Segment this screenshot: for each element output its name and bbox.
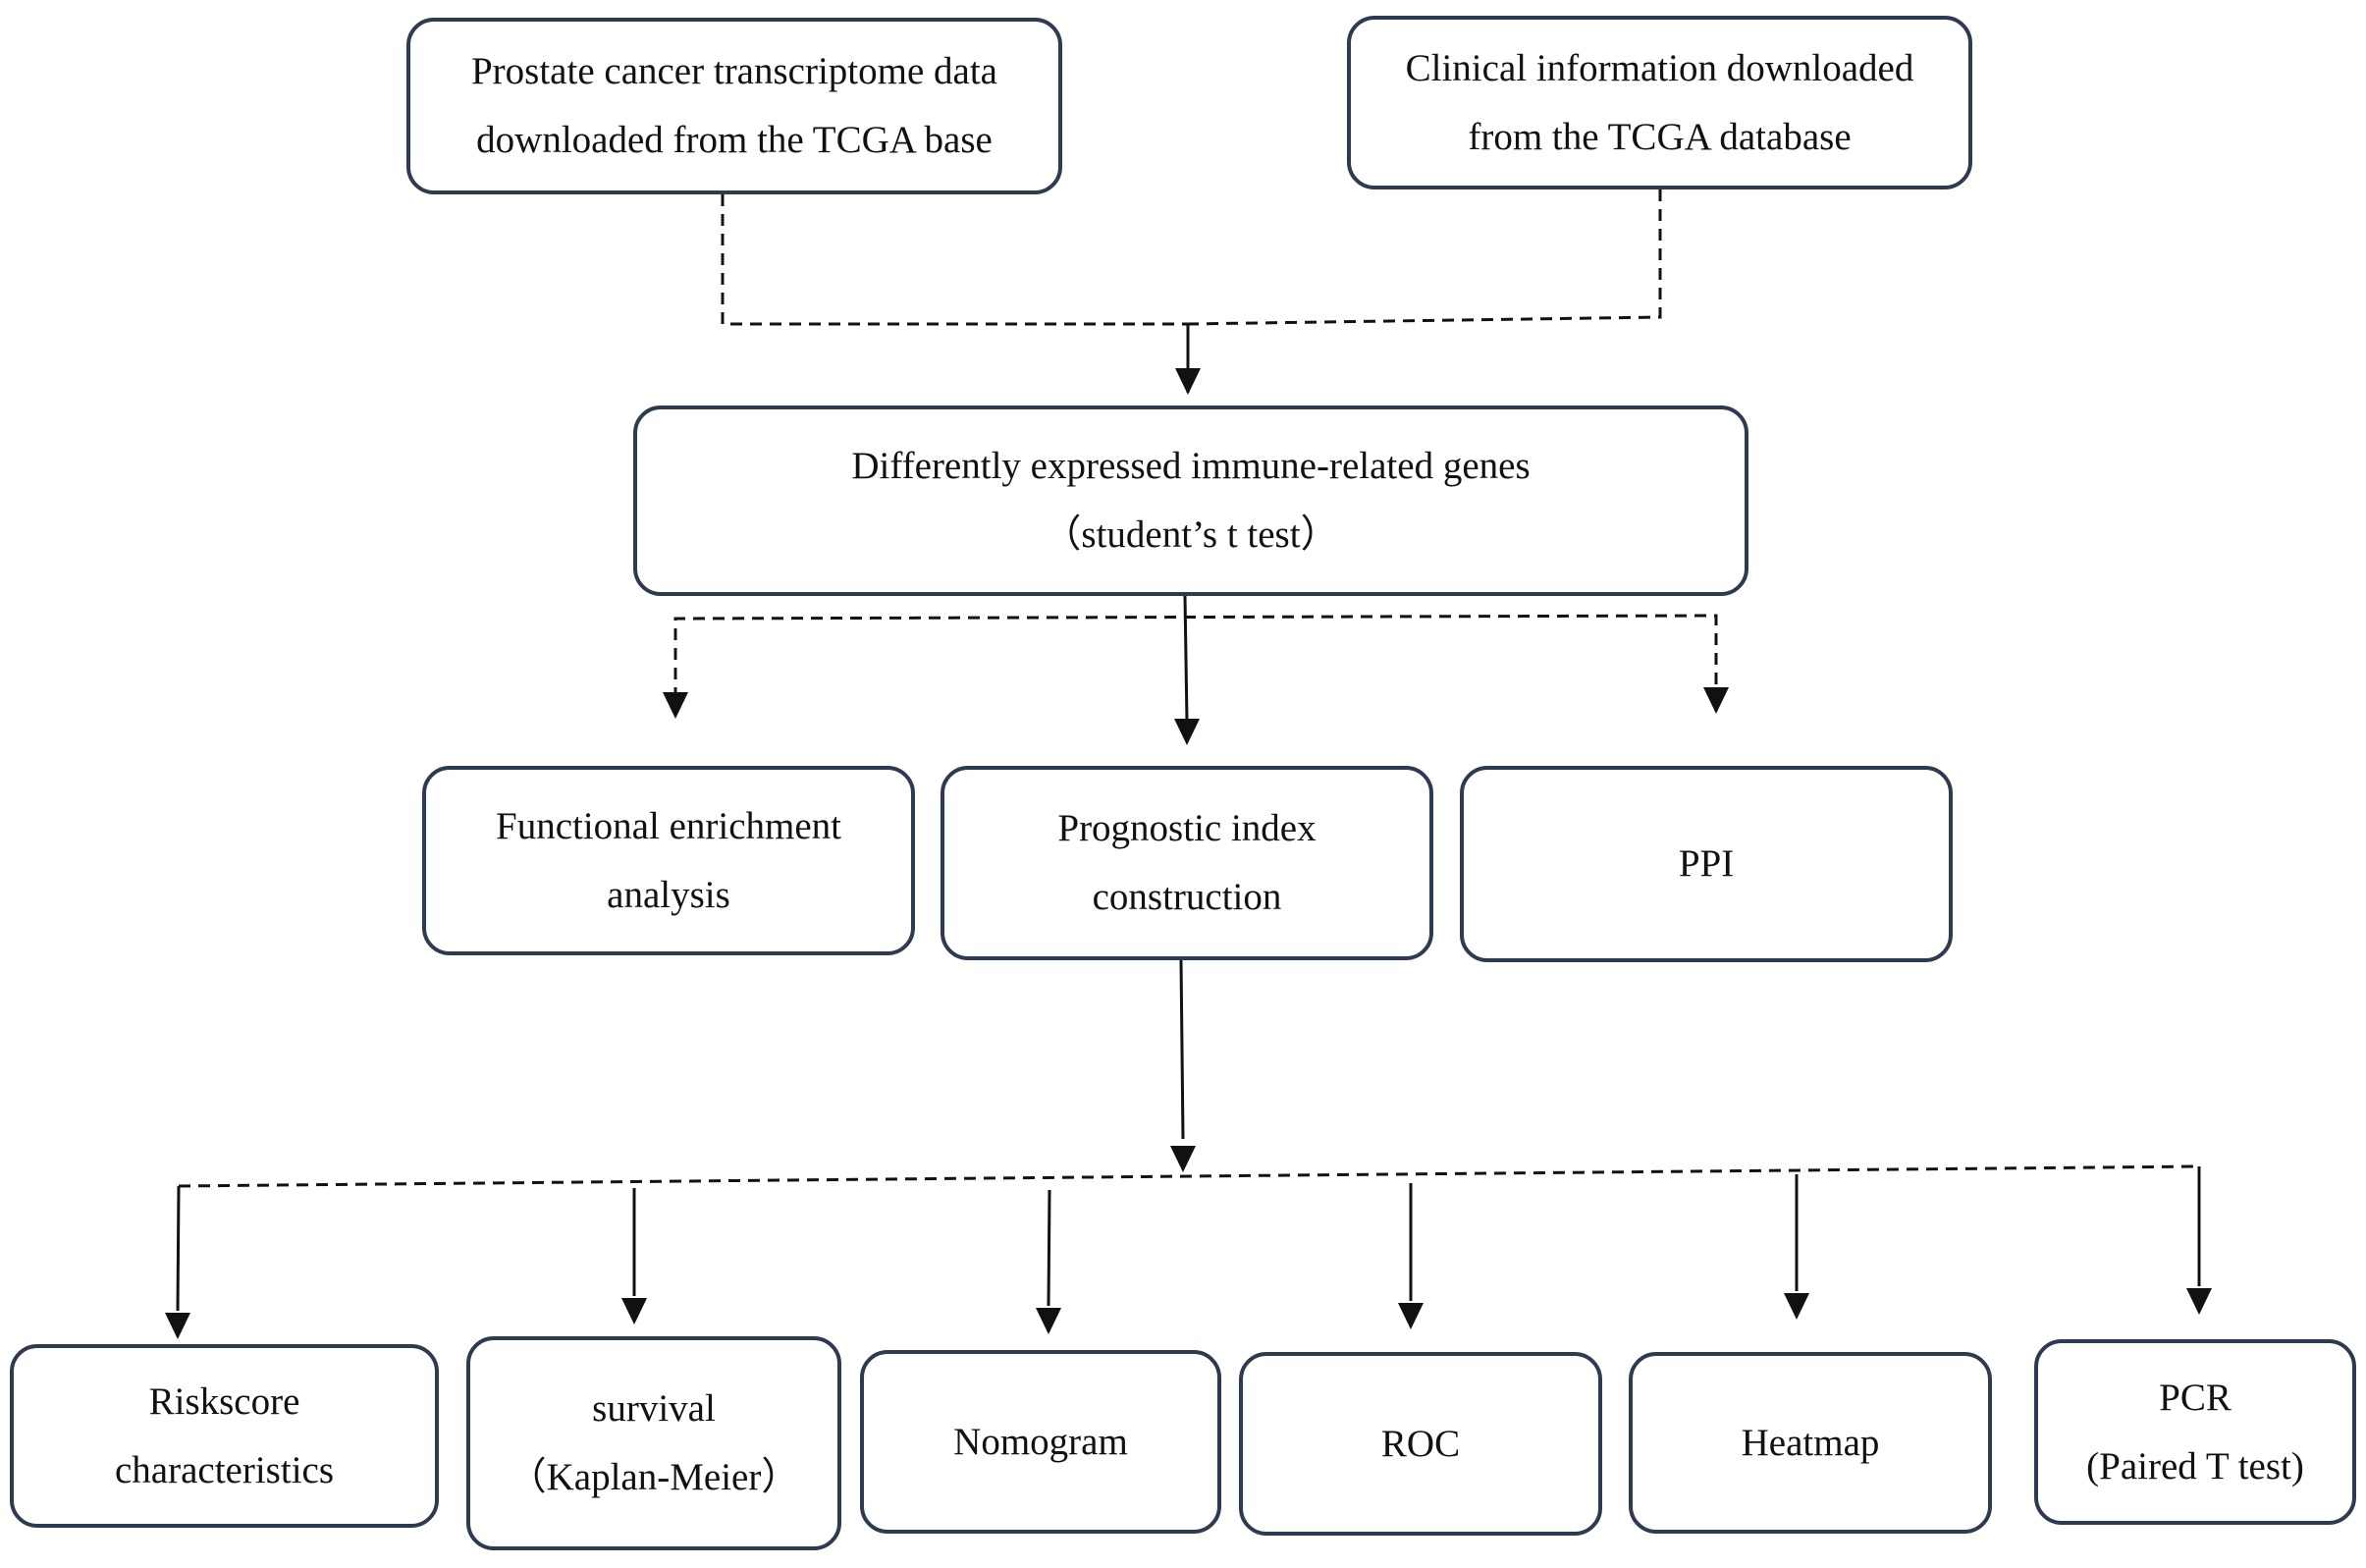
node-clinical-line2: from the TCGA database (1468, 115, 1852, 158)
node-nomogram-label: Nomogram (953, 1420, 1128, 1463)
node-prognostic-index: Prognostic index construction (941, 766, 1433, 960)
node-pcr: PCR (Paired T test) (2034, 1339, 2356, 1525)
edge-bottom-split (178, 1164, 2200, 1188)
node-differently-expressed-genes: Differently expressed immune-related gen… (633, 406, 1748, 596)
node-roc-label: ROC (1380, 1422, 1461, 1465)
node-pcr-line2: (Paired T test) (2086, 1444, 2304, 1487)
arrowhead-enrichment (663, 692, 688, 719)
edge-degs-prognostic (1183, 595, 1189, 723)
node-prognostic-line1: Prognostic index (1057, 807, 1317, 849)
node-transcriptome-line2: downloaded from the TCGA base (476, 119, 993, 161)
node-degs-line1: Differently expressed immune-related gen… (851, 445, 1531, 487)
node-ppi: PPI (1460, 766, 1953, 962)
node-heatmap: Heatmap (1629, 1352, 1992, 1534)
arrowhead-roc (1398, 1303, 1424, 1329)
node-enrichment-line2: analysis (607, 873, 730, 916)
node-ppi-label: PPI (1678, 842, 1735, 885)
edge-prognostic-down (1179, 959, 1185, 1140)
node-riskscore-line1: Riskscore (148, 1379, 300, 1423)
arrowhead-nomogram (1036, 1308, 1061, 1334)
node-degs-line2: （student’s t test） (1043, 514, 1339, 556)
edge-clinical-merge (1187, 189, 1662, 326)
arrowhead-pcr (2186, 1288, 2212, 1315)
node-transcriptome-line1: Prostate cancer transcriptome data (470, 50, 997, 92)
node-nomogram: Nomogram (860, 1350, 1221, 1534)
edge-transcriptome-merge (721, 194, 1188, 326)
node-survival-line1: survival (592, 1387, 716, 1430)
arrowhead-prognostic (1174, 719, 1200, 745)
node-pcr-line1: PCR (2159, 1376, 2232, 1419)
edge-degs-split (673, 614, 1718, 699)
node-enrichment-line1: Functional enrichment (496, 804, 841, 847)
node-clinical-line1: Clinical information downloaded (1405, 46, 1914, 89)
edge-to-riskscore (176, 1185, 181, 1312)
arrowhead-heatmap (1784, 1293, 1809, 1320)
arrowhead-riskscore (165, 1313, 190, 1339)
node-functional-enrichment: Functional enrichment analysis (422, 766, 915, 955)
arrowhead-degs (1175, 368, 1201, 395)
node-clinical-information: Clinical information downloaded from the… (1347, 16, 1972, 189)
node-survival: survival （Kaplan-Meier） (466, 1336, 841, 1550)
node-riskscore-characteristics: Riskscore characteristics (10, 1344, 439, 1528)
arrowhead-survival (621, 1298, 647, 1325)
node-prognostic-line2: construction (1092, 876, 1282, 918)
arrowhead-bottom-split (1170, 1146, 1196, 1172)
node-roc: ROC (1239, 1352, 1602, 1536)
node-transcriptome-data: Prostate cancer transcriptome data downl… (406, 18, 1062, 194)
node-riskscore-line2: characteristics (114, 1448, 335, 1491)
node-heatmap-label: Heatmap (1741, 1421, 1880, 1464)
node-survival-line2: （Kaplan-Meier） (508, 1456, 800, 1498)
arrowhead-ppi (1703, 687, 1729, 714)
